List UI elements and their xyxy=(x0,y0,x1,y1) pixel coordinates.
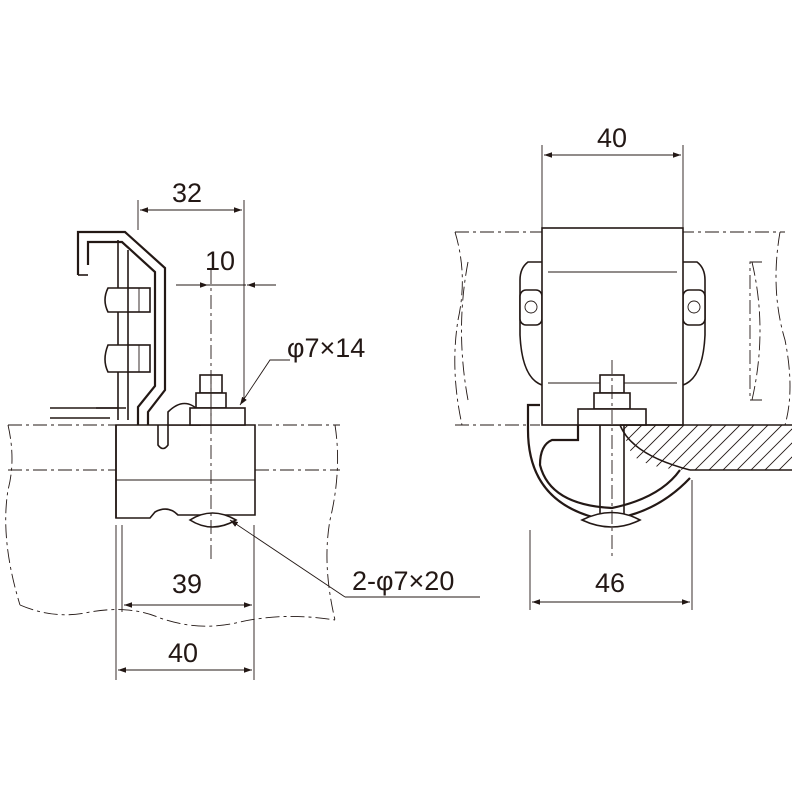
hatch-line xyxy=(564,425,614,475)
channel-member-phantom xyxy=(454,231,791,426)
side-dimensions xyxy=(115,200,480,680)
hatch-line xyxy=(787,425,792,470)
hatch-line xyxy=(620,425,657,470)
front-clamp-body xyxy=(541,227,684,426)
j-hook xyxy=(526,360,691,560)
bracket-bolts xyxy=(104,287,151,373)
structural-member-phantom xyxy=(5,424,340,627)
hatch-line xyxy=(759,425,792,470)
dim-label-40-front: 40 xyxy=(597,123,627,153)
hatch-line xyxy=(703,425,755,470)
hatched-flange xyxy=(550,424,792,475)
hatch-line xyxy=(717,425,769,470)
hatch-line xyxy=(550,425,600,475)
hatch-line xyxy=(661,425,713,470)
mounting-bracket xyxy=(50,230,167,440)
side-view: 32 10 φ7×14 2-φ7×20 39 40 xyxy=(5,178,480,680)
dim-label-46: 46 xyxy=(595,568,625,598)
front-dimensions xyxy=(529,145,693,610)
dim-label-40-side: 40 xyxy=(168,638,198,668)
hatch-line xyxy=(620,425,629,470)
hatch-line xyxy=(745,425,792,470)
hatch-line xyxy=(689,425,741,470)
hatch-line xyxy=(620,425,643,470)
dim-label-10: 10 xyxy=(205,246,235,276)
dim-label-39: 39 xyxy=(172,569,202,599)
slot-callout: 2-φ7×20 xyxy=(352,566,454,596)
hatch-line xyxy=(675,425,727,470)
clamp-body xyxy=(115,270,256,560)
hatch-line xyxy=(620,425,671,470)
dim-label-32: 32 xyxy=(172,178,202,208)
hatch-line xyxy=(647,425,699,470)
front-view: 40 46 xyxy=(454,123,792,610)
bolt-callout: φ7×14 xyxy=(287,333,365,363)
hatch-line xyxy=(731,425,783,470)
hatch-line xyxy=(773,425,792,470)
